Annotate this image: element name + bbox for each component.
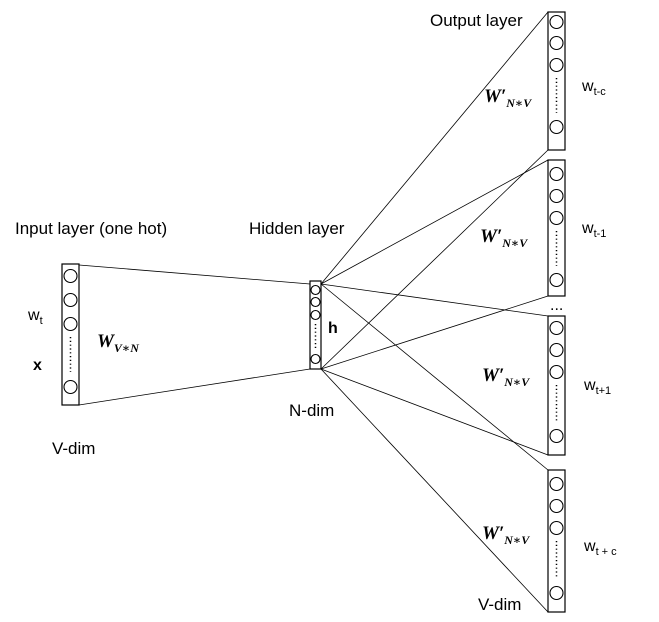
output-weight-label: W′N∗V — [480, 226, 528, 250]
hidden-to-output-2-bottom — [320, 295, 549, 370]
output-panel: W′N∗V wt + c — [482, 469, 617, 613]
input-vector-column — [61, 263, 80, 406]
hidden-to-output-3-bottom — [320, 368, 549, 456]
output-node — [549, 364, 564, 380]
output-node — [549, 428, 564, 444]
output-word-label: wt-c — [581, 78, 606, 98]
input-node — [63, 379, 78, 395]
output-weight-label: W′N∗V — [482, 365, 530, 389]
hidden-dim-label: N-dim — [289, 401, 334, 420]
output-vector-column — [547, 315, 566, 456]
output-layer-title: Output layer — [430, 11, 523, 30]
connections — [78, 11, 549, 613]
output-node — [549, 166, 564, 182]
hidden-vector-label: h — [328, 320, 338, 337]
output-panels-ellipsis: ... — [550, 297, 563, 314]
hidden-node — [310, 296, 321, 308]
output-node — [549, 476, 564, 492]
output-vector-column — [547, 159, 566, 297]
output-word-label: wt + c — [583, 538, 617, 558]
hidden-to-output-3-top — [320, 283, 549, 317]
output-node — [549, 520, 564, 536]
input-layer: Input layer (one hot) wt x WV∗N V-dim — [15, 219, 167, 458]
output-node — [549, 14, 564, 30]
output-node — [549, 342, 564, 358]
output-dim-label: V-dim — [478, 595, 521, 614]
output-node — [549, 320, 564, 336]
hidden-node — [310, 309, 321, 321]
hidden-to-output-4-bottom — [320, 368, 549, 613]
input-to-hidden-top — [78, 264, 311, 285]
hidden-node — [310, 284, 321, 296]
output-node — [549, 119, 564, 135]
output-node — [549, 57, 564, 73]
hidden-node — [310, 353, 321, 365]
input-dim-label: V-dim — [52, 439, 95, 458]
hidden-to-output-4-top — [320, 283, 549, 471]
output-vector-column — [547, 11, 566, 151]
output-word-label: wt-1 — [581, 220, 606, 240]
hidden-to-output-2-top — [320, 159, 549, 285]
hidden-vector-column — [309, 280, 322, 370]
input-node — [63, 316, 78, 332]
input-word-label: wt — [27, 307, 43, 327]
output-panel: W′N∗V wt-c — [484, 11, 606, 151]
input-layer-title: Input layer (one hot) — [15, 219, 167, 238]
output-node — [549, 498, 564, 514]
output-layer: Output layer W′N∗V wt-c W′N∗V wt-1 ... — [430, 11, 617, 614]
output-weight-label: W′N∗V — [482, 523, 530, 547]
output-vector-column — [547, 469, 566, 613]
input-vector-label: x — [33, 357, 42, 374]
input-weight-label: WV∗N — [97, 331, 140, 355]
input-node — [63, 292, 78, 308]
output-weight-label: W′N∗V — [484, 86, 532, 110]
output-node — [549, 210, 564, 226]
output-panel: W′N∗V wt+1 — [482, 315, 611, 456]
hidden-to-output-1-bottom — [320, 149, 549, 370]
input-node — [63, 268, 78, 284]
hidden-layer: Hidden layer h N-dim — [249, 219, 345, 420]
output-node — [549, 585, 564, 601]
output-word-label: wt+1 — [583, 377, 611, 397]
output-node — [549, 272, 564, 288]
hidden-layer-title: Hidden layer — [249, 219, 345, 238]
output-node — [549, 188, 564, 204]
hidden-to-output-1-top — [320, 11, 549, 285]
output-node — [549, 35, 564, 51]
output-panel: W′N∗V wt-1 — [480, 159, 606, 297]
input-to-hidden-bottom — [78, 368, 311, 406]
